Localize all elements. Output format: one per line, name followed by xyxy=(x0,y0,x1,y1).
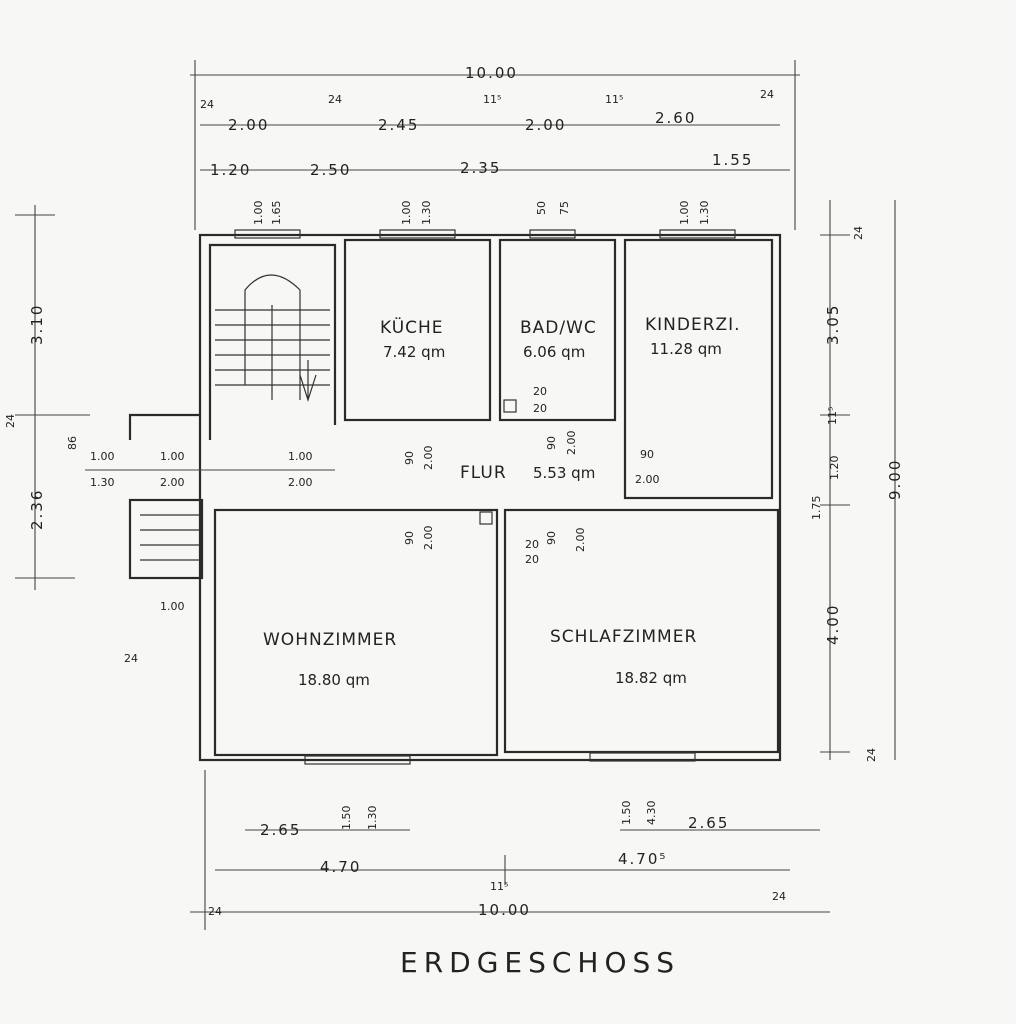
dim-label: 11⁵ xyxy=(826,407,839,425)
dim-label: 2.00 xyxy=(525,116,566,134)
dim-label: 90 xyxy=(403,451,416,465)
room-name-kueche: KÜCHE xyxy=(380,316,444,338)
dim-label: 1.30 xyxy=(698,201,711,226)
dim-label: 20 xyxy=(525,553,539,566)
dim-label: 2.00 xyxy=(574,528,587,553)
dim-label: 24 xyxy=(328,93,342,106)
dim-label: 1.00 xyxy=(288,450,313,463)
staircase xyxy=(140,274,330,561)
dim-label: 2.00 xyxy=(228,116,269,134)
dim-label: 1.20 xyxy=(828,456,841,481)
dim-label: 10.00 xyxy=(478,901,531,919)
dim-label: 4.70⁵ xyxy=(618,850,667,868)
dim-label: 2.00 xyxy=(160,476,185,489)
dim-label: 1.75 xyxy=(810,496,823,521)
room-area-wohn: 18.80 qm xyxy=(298,671,370,689)
dim-label: 1.00 xyxy=(400,201,413,226)
room-name-wohn: WOHNZIMMER xyxy=(263,630,397,650)
room-area-schlaf: 18.82 qm xyxy=(615,669,687,687)
dim-label: 90 xyxy=(403,531,416,545)
dim-label: 3.05 xyxy=(824,304,842,345)
dim-label: 24 xyxy=(200,98,214,111)
dim-label: 90 xyxy=(545,531,558,545)
dim-label: 2.65 xyxy=(688,814,729,832)
stair-arrow-icon xyxy=(299,360,317,402)
dim-label: 2.00 xyxy=(288,476,313,489)
dim-label: 1.30 xyxy=(366,806,379,831)
walls xyxy=(128,233,782,762)
dim-label: 2.65 xyxy=(260,821,301,839)
room-area-flur: 5.53 qm xyxy=(533,464,595,482)
dim-label: 1.30 xyxy=(420,201,433,226)
dim-label: 2.60 xyxy=(655,109,696,127)
dim-label: 4.30 xyxy=(645,801,658,826)
left-dimensions: 3.10 24 86 2.36 1.00 1.30 1.00 2.00 1.00… xyxy=(4,304,335,665)
dim-label: 86 xyxy=(66,436,79,450)
room-name-kinder: KINDERZI. xyxy=(645,315,741,335)
right-dimensions: 24 3.05 11⁵ 1.20 1.75 9.00 4.00 24 xyxy=(810,226,904,762)
dim-label: 1.30 xyxy=(90,476,115,489)
dim-label: 3.10 xyxy=(28,304,46,345)
dim-label: 24 xyxy=(4,414,17,428)
dim-label: 2.00 xyxy=(422,446,435,471)
room-area-kinder: 11.28 qm xyxy=(650,340,722,358)
dim-label: 24 xyxy=(865,748,878,762)
room-labels: KÜCHE 7.42 qm BAD/WC 6.06 qm KINDERZI. 1… xyxy=(263,315,741,689)
dim-label: 1.50 xyxy=(620,801,633,826)
room-area-bad: 6.06 qm xyxy=(523,343,585,361)
room-name-schlaf: SCHLAFZIMMER xyxy=(550,627,697,647)
dim-label: 24 xyxy=(772,890,786,903)
dim-label: 20 xyxy=(533,402,547,415)
dim-label: 1.20 xyxy=(210,161,251,179)
dim-label: 2.45 xyxy=(378,116,419,134)
dim-label: 10.00 xyxy=(465,64,518,82)
dim-label: 24 xyxy=(124,652,138,665)
dim-label: 2.35 xyxy=(460,159,501,177)
dim-label: 75 xyxy=(558,201,571,215)
dim-label: 2.36 xyxy=(28,489,46,530)
dim-label: 1.65 xyxy=(270,201,283,226)
dimension-lines xyxy=(15,60,896,930)
dim-label: 90 xyxy=(545,436,558,450)
bottom-dimensions: 2.65 1.50 1.30 1.50 4.30 2.65 4.70 11⁵ 4… xyxy=(208,801,786,920)
dim-label: 11⁵ xyxy=(605,93,623,106)
room-area-kueche: 7.42 qm xyxy=(383,343,445,361)
dim-label: 1.50 xyxy=(340,806,353,831)
dim-label: 24 xyxy=(760,88,774,101)
door-dimensions: 90 2.00 90 2.00 20 20 90 2.00 90 2.00 20… xyxy=(403,385,660,566)
dim-label: 1.00 xyxy=(678,201,691,226)
dim-label: 1.00 xyxy=(160,450,185,463)
dim-label: 2.00 xyxy=(422,526,435,551)
dim-label: 1.55 xyxy=(712,151,753,169)
dim-label: 2.00 xyxy=(635,473,660,486)
dim-label: 11⁵ xyxy=(483,93,501,106)
dim-label: 20 xyxy=(533,385,547,398)
dim-label: 9.00 xyxy=(886,459,904,500)
dim-label: 11⁵ xyxy=(490,880,508,893)
dim-label: 50 xyxy=(535,201,548,215)
room-name-bad: BAD/WC xyxy=(520,318,597,338)
dim-label: 24 xyxy=(852,226,865,240)
room-name-flur: FLUR xyxy=(460,463,507,483)
dim-label: 2.50 xyxy=(310,161,351,179)
dim-label: 1.00 xyxy=(160,600,185,613)
dim-label: 20 xyxy=(525,538,539,551)
window-dimensions: 1.00 1.65 1.00 1.30 50 75 1.00 1.30 xyxy=(252,201,711,226)
dim-label: 4.00 xyxy=(824,604,842,645)
dim-label: 24 xyxy=(208,905,222,918)
floor-title: ERDGESCHOSS xyxy=(400,946,680,979)
dim-label: 90 xyxy=(640,448,654,461)
dim-label: 1.00 xyxy=(90,450,115,463)
dim-label: 2.00 xyxy=(565,431,578,456)
dim-label: 1.00 xyxy=(252,201,265,226)
dim-label: 4.70 xyxy=(320,858,361,876)
windows xyxy=(234,229,736,765)
top-dimensions: 10.00 24 2.00 24 2.45 11⁵ 2.00 11⁵ 2.60 … xyxy=(200,64,774,179)
